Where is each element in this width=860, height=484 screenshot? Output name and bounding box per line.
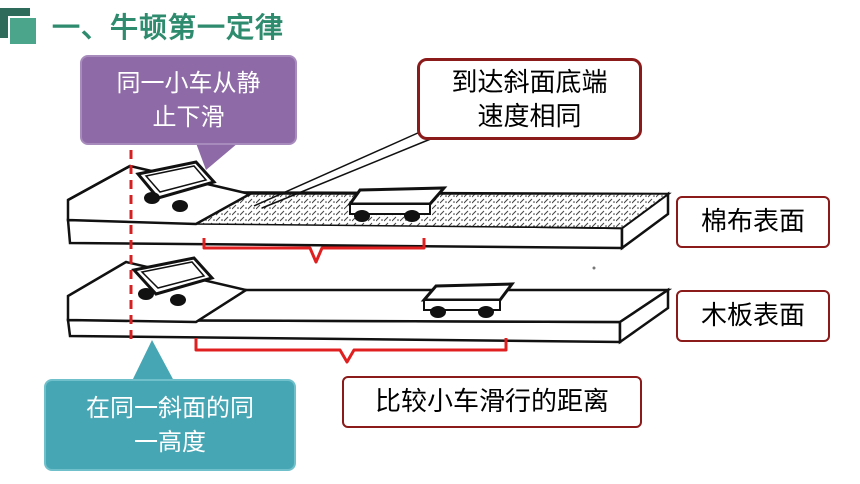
wood-track <box>66 260 673 345</box>
same-speed-callout-line1: 到达斜面底端 <box>451 68 608 98</box>
same-speed-callout: 到达斜面底端 速度相同 <box>417 58 642 140</box>
same-cart-callout: 同一小车从静 止下滑 <box>80 55 297 145</box>
cotton-distance-bracket <box>202 238 426 264</box>
same-cart-callout-line2: 止下滑 <box>152 103 225 131</box>
same-speed-callout-line2: 速度相同 <box>477 102 582 132</box>
compare-distance-label: 比较小车滑行的距离 <box>342 376 642 428</box>
cart-bottom-board <box>420 282 516 318</box>
same-slope-callout: 在同一斜面的同 一高度 <box>44 379 296 471</box>
same-slope-callout-line1: 在同一斜面的同 <box>86 394 254 422</box>
cotton-surface-label: 棉布表面 <box>676 196 830 248</box>
wood-distance-bracket <box>194 338 508 364</box>
cart-top-board <box>347 186 448 222</box>
page-title: 一、牛顿第一定律 <box>52 11 285 44</box>
wood-surface-label: 木板表面 <box>676 290 830 342</box>
cart-bottom-ramp <box>131 256 215 306</box>
cart-top-ramp <box>135 160 217 212</box>
same-slope-callout-line2: 一高度 <box>134 428 206 456</box>
title-square-icon <box>0 8 38 46</box>
same-cart-callout-line1: 同一小车从静 <box>116 69 261 97</box>
purple-bubble-tail <box>196 143 238 170</box>
teal-bubble-tail <box>132 340 174 381</box>
